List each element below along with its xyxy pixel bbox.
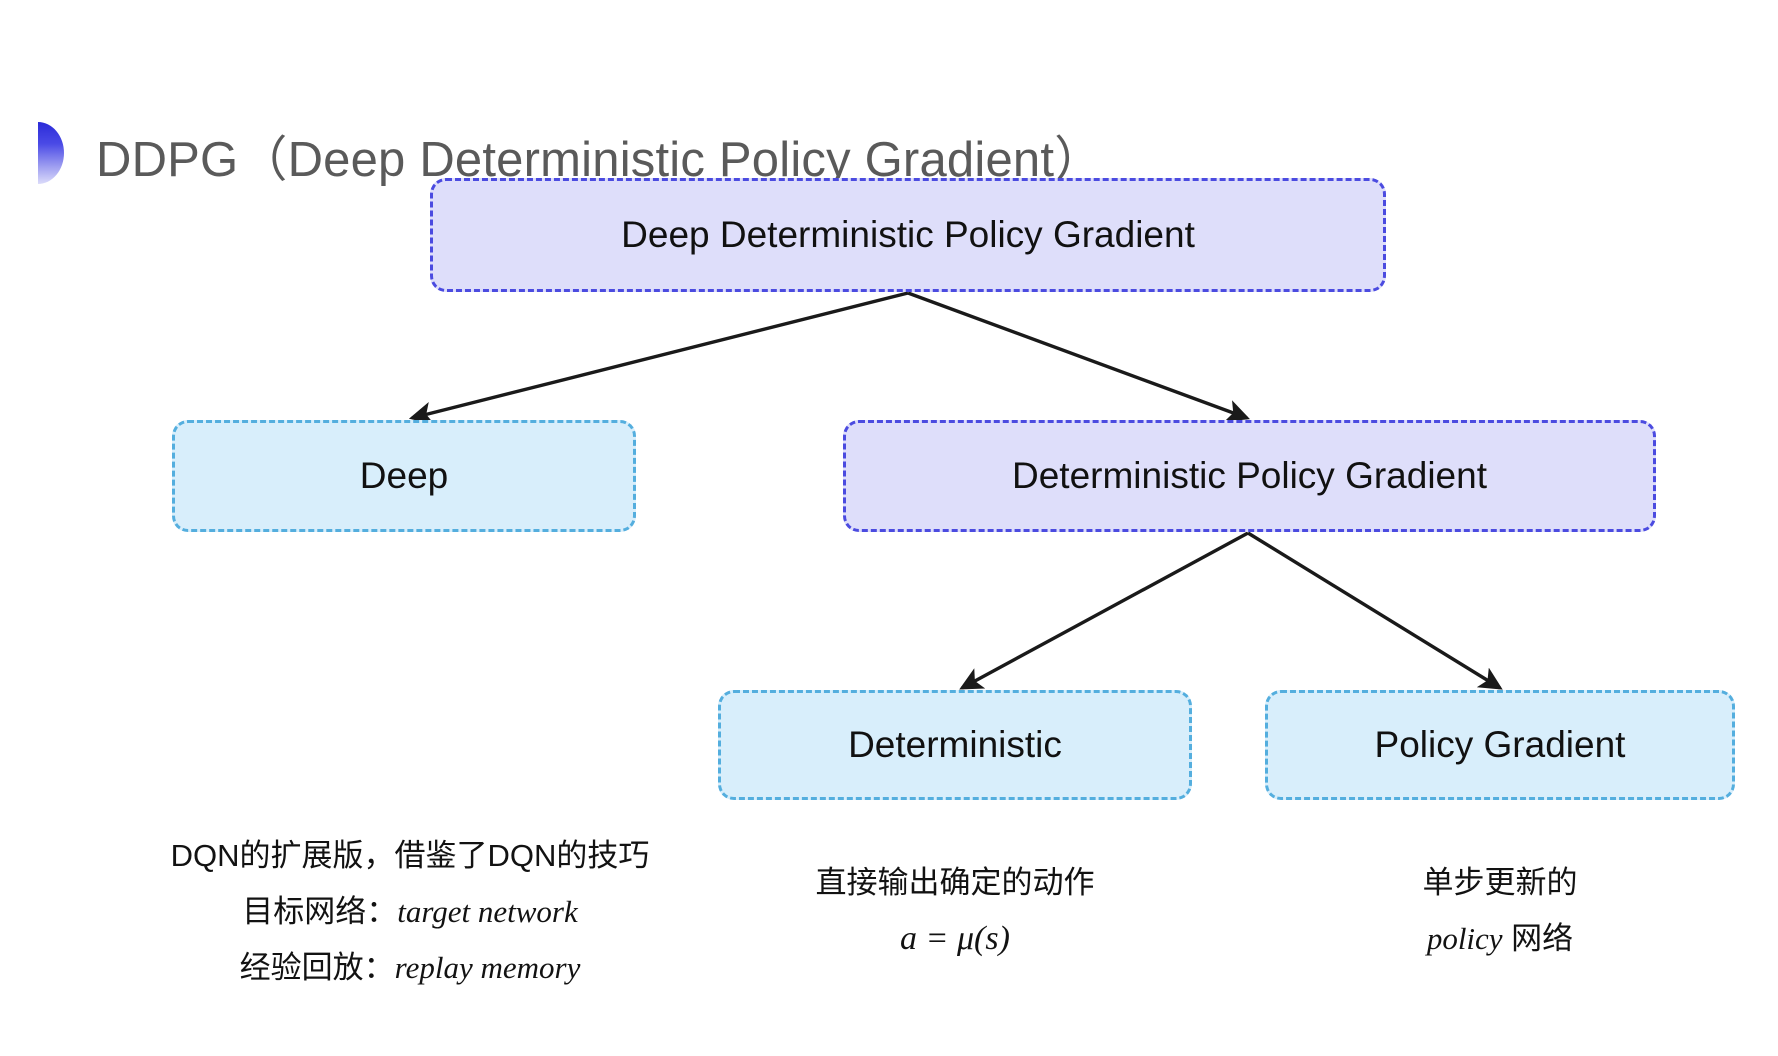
annotation-deterministic: 直接输出确定的动作 a = μ(s) <box>725 855 1185 967</box>
annotation-tail: 网络 <box>1502 921 1574 956</box>
node-deterministic-policy-gradient[interactable]: Deterministic Policy Gradient <box>843 420 1656 532</box>
node-label: Deterministic Policy Gradient <box>1012 455 1487 496</box>
node-deep[interactable]: Deep <box>172 420 636 532</box>
annotation-line: DQN的扩展版，借鉴了DQN的技巧 <box>170 838 650 873</box>
node-policy-gradient[interactable]: Policy Gradient <box>1265 690 1735 800</box>
annotation-label: 经验回放： <box>239 950 395 985</box>
annotation-formula: a = μ(s) <box>900 920 1010 957</box>
node-deterministic[interactable]: Deterministic <box>718 690 1192 800</box>
edge-root-to-deep <box>408 291 909 425</box>
annotation-term: target network <box>397 894 578 929</box>
annotation-line: 经验回放：replay memory <box>150 940 670 996</box>
half-circle-bullet-icon <box>38 122 64 184</box>
slide-title-row: DDPG（Deep Deterministic Policy Gradient） <box>0 60 1778 187</box>
edge-root-to-dpg <box>907 291 1250 422</box>
edge-dpg-to-policy-gradient <box>1247 531 1503 690</box>
annotation-line: 单步更新的 <box>1422 865 1578 900</box>
annotation-line: 目标网络：target network <box>150 884 670 940</box>
node-deep-deterministic-policy-gradient[interactable]: Deep Deterministic Policy Gradient <box>430 178 1386 292</box>
node-label: Deep Deterministic Policy Gradient <box>621 214 1195 255</box>
annotation-term: policy <box>1426 921 1503 956</box>
annotation-term: replay memory <box>394 950 581 985</box>
annotation-line: 直接输出确定的动作 <box>815 865 1095 900</box>
edge-dpg-to-deterministic <box>959 531 1249 690</box>
annotation-line: policy 网络 <box>1300 911 1700 967</box>
node-label: Deep <box>359 455 449 496</box>
annotation-policy-gradient: 单步更新的 policy 网络 <box>1300 855 1700 967</box>
node-label: Policy Gradient <box>1374 724 1626 765</box>
annotation-label: 目标网络： <box>242 894 398 929</box>
annotation-deep: DQN的扩展版，借鉴了DQN的技巧 目标网络：target network 经验… <box>150 828 670 996</box>
node-label: Deterministic <box>848 724 1062 765</box>
